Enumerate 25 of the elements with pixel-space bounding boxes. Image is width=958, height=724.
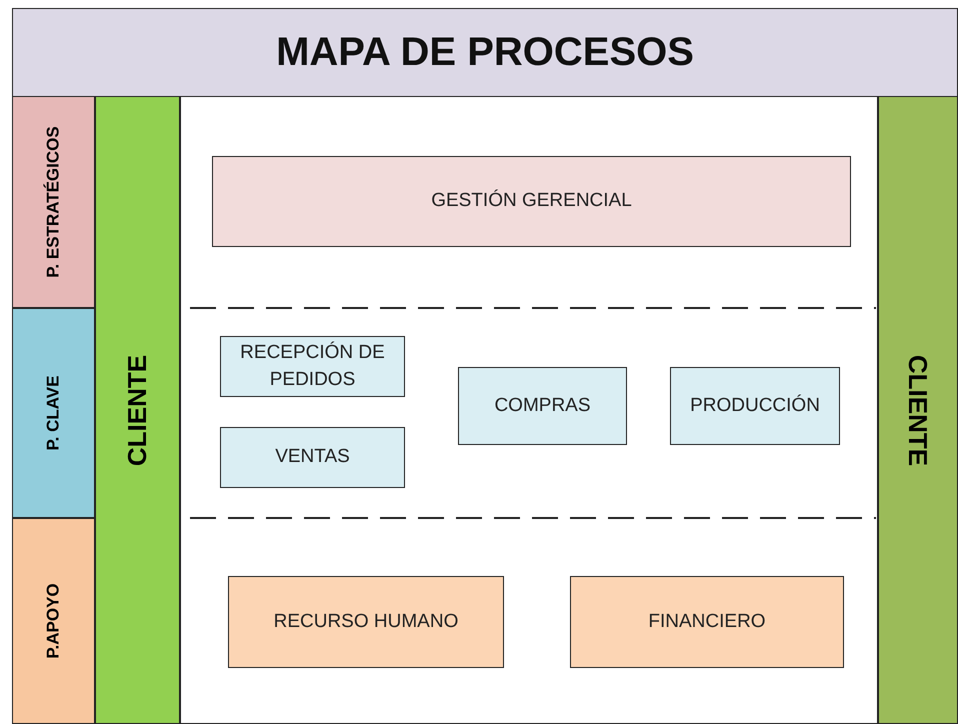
- process-label: VENTAS: [274, 445, 351, 470]
- side-band: [95, 96, 180, 724]
- band-label: [12, 308, 95, 518]
- diagram-title: MAPA DE PROCESOS: [276, 30, 694, 75]
- band-title: P. ESTRATÉGICOS: [44, 126, 64, 278]
- band-title: CLIENTE: [902, 354, 934, 466]
- process-label: GESTIÓN GERENCIAL: [430, 188, 633, 214]
- process-box: [228, 576, 504, 668]
- process-label: COMPRAS: [493, 394, 592, 418]
- process-box: [220, 427, 405, 488]
- process-box: [670, 367, 840, 445]
- process-label: FINANCIERO: [647, 610, 767, 634]
- process-label: RECEPCIÓN DE PEDIDOS: [239, 340, 386, 392]
- band-label: [12, 96, 95, 308]
- band-label: [12, 518, 95, 724]
- process-box: [458, 367, 627, 445]
- process-label: RECURSO HUMANO: [272, 610, 460, 634]
- process-box: [220, 336, 405, 397]
- process-box: [570, 576, 844, 668]
- process-label: PRODUCCIÓN: [689, 394, 821, 418]
- band-title: CLIENTE: [122, 354, 153, 466]
- band-title: P. CLAVE: [44, 376, 64, 450]
- band-title: P.APOYO: [44, 583, 64, 659]
- side-band: [878, 96, 958, 724]
- process-box: [212, 156, 851, 247]
